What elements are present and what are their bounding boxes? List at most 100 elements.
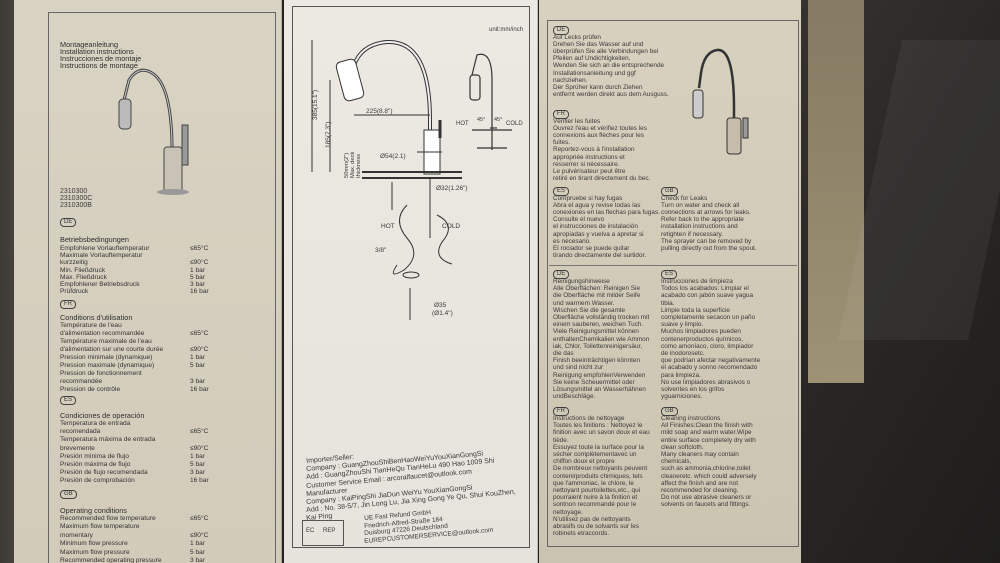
es_clean-line: No use limpiadores abrasivos o	[661, 378, 751, 386]
fr-row-value: 16 bar	[190, 386, 209, 393]
es_clean-line: acabado con jabón suave yagua	[661, 292, 754, 300]
dim-spout: 185(7.3")	[325, 121, 332, 148]
unit-label: unit:mm/inch	[489, 27, 524, 33]
gb_check-badge: GB	[661, 187, 678, 196]
de_check-line: Installationsanleitung und ggf	[553, 69, 636, 77]
gb_check-line: connections at arrows for leaks.	[661, 209, 751, 217]
es-row-value: 5 bar	[190, 461, 206, 468]
badge-fr: FR	[60, 300, 76, 309]
de_clean-line: Reinigung empfohlenVerwenden	[553, 371, 646, 379]
es_check-line: Compruebe si hay fugas	[553, 195, 623, 202]
de_clean-line: Alle Oberflächen: Reinigen Sie	[553, 285, 641, 293]
es-row-label: recomendada	[60, 428, 101, 436]
de-row-label: Maximale Vorlauftemperatur	[60, 252, 143, 260]
es_check-line: conexiones en las flechas para fugas.	[553, 209, 660, 217]
angle-2: 45°	[494, 117, 503, 123]
es_clean-line: de inodorosetc.	[661, 350, 705, 357]
es-row-label: brevemente	[60, 444, 95, 452]
de_clean-line: Finish beeinträchtigen könnten	[553, 357, 641, 365]
rep-label: REP	[323, 528, 336, 534]
fr-row-label: d'alimentation recommandée	[60, 330, 145, 337]
gb_clean-line: such as ammonia,chlorine,toilet	[661, 465, 751, 473]
dimension-drawing	[311, 39, 512, 320]
gb-row-label: Recommended flow temperature	[60, 515, 156, 522]
model-3: 2310300B	[60, 202, 92, 209]
es_clean-line: contenerproductos químicos,	[661, 335, 744, 343]
de-row-value: ≤65°C	[190, 245, 209, 252]
label-hot: HOT	[381, 223, 395, 230]
fr_clean-line: abrasifs ou de solvants sur les	[553, 523, 639, 530]
gb-row-value: 1 bar	[190, 540, 206, 548]
de_check-line: entfernt werden direkt aus dem Ausguss.	[553, 90, 669, 98]
es-row-value: ≤90°C	[190, 444, 209, 452]
dim-hole: Ø32(1.26")	[436, 185, 468, 192]
de-row-value: 5 bar	[190, 273, 206, 281]
gb_check-line: The sprayer can be removed by	[661, 237, 752, 245]
gb-row-value: ≤65°C	[190, 515, 209, 522]
background-tile	[808, 0, 864, 383]
es-row-value: ≤65°C	[190, 428, 209, 436]
es-row-label: Temperatura máxima de entrada	[60, 436, 156, 444]
es-row-value: 3 bar	[190, 469, 206, 477]
fr-row-label: Pression minimale (dynamique)	[60, 354, 153, 361]
de_clean-line: und warmem Wasser.	[553, 299, 615, 307]
fr-row-label: recommandée	[60, 378, 103, 385]
de_clean-line: undBeschläge.	[553, 393, 596, 401]
fr_check-badge: FR	[553, 110, 569, 119]
de_check-line: Wenden Sie sich an die entsprechende	[553, 62, 665, 70]
gb_clean-line: Many cleaners may contain	[661, 451, 739, 458]
es_clean-line: tibia.	[661, 299, 675, 307]
badge-es: ES	[60, 396, 77, 405]
es-row-label: Presión de comprobación	[60, 477, 135, 485]
gb_clean-line: chemicals,	[661, 458, 692, 466]
dim-base: Ø54(2.1)	[380, 153, 406, 160]
fr-row-label: Pression de contrôle	[60, 386, 121, 393]
es_clean-line: completamente secacon un paño	[661, 314, 756, 321]
es_clean-line: Muchos limpiadores pueden	[661, 328, 741, 336]
label-thread: 3/8"	[375, 247, 387, 254]
gb_check-line: pulling directly out from the spout.	[661, 244, 757, 252]
de_clean-line: Oberfläche vollständig trocken mit	[553, 314, 650, 321]
fr_check-line: Ouvrez l'eau et vérifiez toutes les	[553, 125, 647, 133]
fr-heading: Conditions d'utilisation	[60, 313, 133, 322]
dim-height: 385(15.1")	[312, 89, 319, 120]
es_clean-line: solventes en los grifos	[661, 386, 725, 393]
fr_clean-line: que l'ammoniac, le chlore, le	[553, 479, 634, 487]
gb_clean-line: Cleaning instructions	[661, 415, 721, 422]
de_check-line: Auf Lecks prüfen	[553, 34, 601, 41]
fr_clean-line: sécher complètementavec un	[553, 451, 637, 458]
fr_clean-line: nettoyant pourtoilettes,etc., qui	[553, 487, 641, 494]
es_clean-line: para limpieza.	[661, 371, 701, 379]
badge-gb: GB	[60, 490, 77, 499]
fr_clean-line: robinets etraccords.	[553, 530, 610, 538]
dim-hole35-in: (Ø1.4")	[432, 310, 453, 317]
badge-de: DE	[60, 218, 77, 227]
fr_check-line: connexions aux flèches pour les	[553, 132, 644, 140]
es_check-line: tirando directamente del surtidor.	[553, 251, 647, 259]
divider	[549, 265, 797, 266]
de_check-line: nachziehen.	[553, 76, 588, 84]
ec-rep-box: EC REP	[302, 520, 344, 546]
de-row-label: Max. Fließdruck	[60, 273, 107, 281]
fr_clean-line: Instructions de nettoyage	[553, 415, 625, 422]
dim-deck: 50mm(2") Max. deck thickness	[344, 151, 363, 178]
es_clean-line: como amoníaco, cloro, limpiador	[661, 342, 754, 350]
gb_clean-line: clean softcloth.	[661, 443, 704, 451]
fr-row-value: ≤65°C	[190, 330, 209, 337]
fold-1	[281, 0, 284, 563]
title-fr: Instructions de montage	[60, 61, 138, 70]
es_check-line: apropiadas y vuelva a apretar si	[553, 230, 644, 238]
de_check-line: Der Sprüher kann durch Ziehen	[553, 83, 643, 91]
gb-row-label: Maximum flow temperature	[60, 523, 140, 531]
de_check-badge: DE	[553, 26, 570, 35]
fr-row-label: Pression de fonctionnement	[60, 370, 142, 377]
title-es: Instrucciones de montaje	[60, 54, 142, 63]
gb_check-line: Turn on water and check all	[661, 202, 740, 210]
fr-row-value: ≤90°C	[190, 346, 209, 353]
de_clean-line: enthaltenChemikalien wie Ammon	[553, 335, 650, 343]
middle-frame	[292, 6, 530, 548]
gb_check-line: Refer back to the appropriate	[661, 216, 744, 224]
es_clean-line: Todos los acabados: Limpiar el	[661, 285, 749, 293]
de_clean-line: und sind nicht zur	[553, 364, 604, 372]
